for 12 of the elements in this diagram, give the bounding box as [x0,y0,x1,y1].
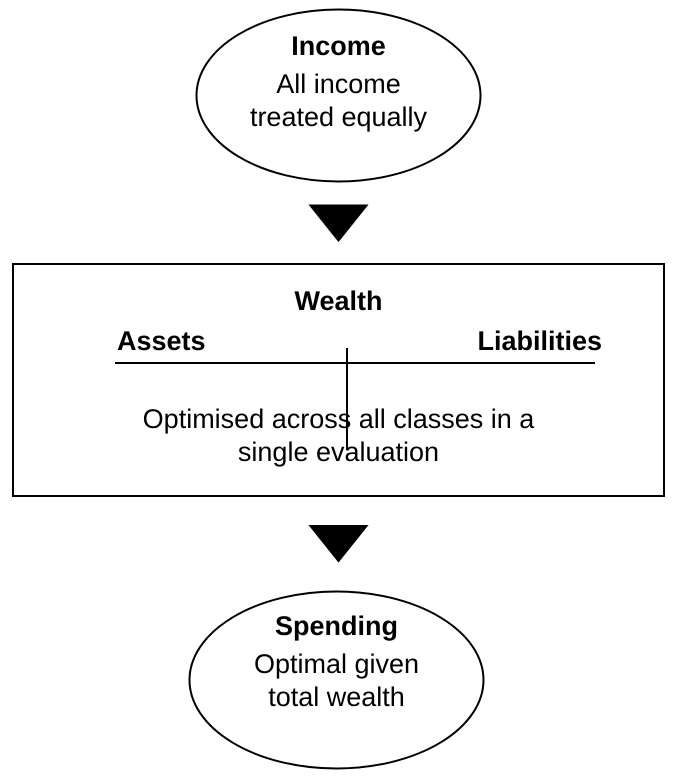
description: Optimal given total wealth [252,648,420,714]
arrow [308,204,369,242]
heading: Income [290,30,387,63]
spending-ellipse [188,590,485,770]
heading: Wealth [293,285,384,318]
income-ellipse [195,8,482,183]
heading: Spending [274,610,399,643]
column-heading: Liabilities [476,325,602,358]
arrow [308,525,369,563]
column-heading: Assets [117,325,207,358]
description: All income treated equally [248,68,428,134]
wealth-box [12,263,665,497]
